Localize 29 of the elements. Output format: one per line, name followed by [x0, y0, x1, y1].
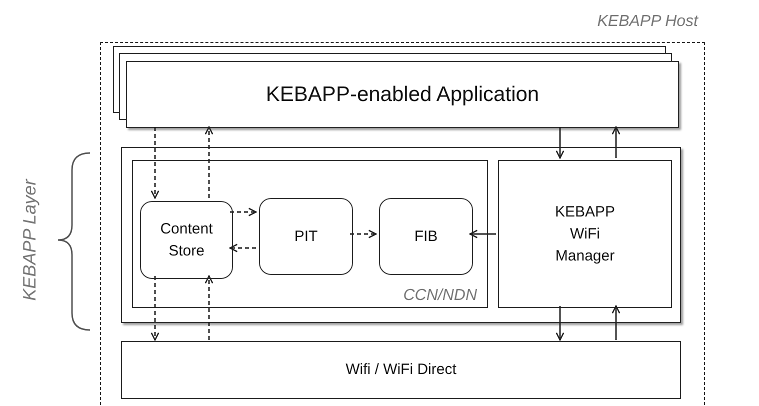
node-label: Wifi / WiFi Direct — [344, 360, 458, 380]
arrow — [469, 230, 496, 238]
manager-box — [498, 160, 672, 308]
group-label: CCN/NDN — [403, 287, 477, 305]
layer-box — [121, 147, 681, 323]
arrow — [612, 126, 620, 158]
layer-label: KEBAPP Layer — [20, 179, 40, 301]
arrow — [204, 275, 214, 340]
node-label: Content Store — [159, 219, 214, 261]
arrow — [350, 230, 377, 238]
arrow — [150, 276, 160, 341]
node-label: PIT — [293, 226, 319, 247]
arrow — [229, 244, 256, 252]
network-box — [121, 341, 681, 399]
arrow — [204, 126, 214, 198]
node-label: FIB — [413, 226, 439, 247]
application-box — [126, 61, 679, 128]
arrow — [556, 127, 564, 159]
arrow — [612, 305, 620, 340]
arrow — [230, 208, 257, 216]
ccn-ndn-box — [132, 160, 488, 308]
arrow — [556, 306, 564, 341]
process-box — [140, 201, 233, 279]
process-box — [379, 198, 473, 275]
host-label: KEBAPP Host — [597, 13, 698, 31]
arrow — [150, 127, 160, 199]
process-box — [259, 198, 353, 275]
node-label: KEBAPP-enabled Application — [264, 81, 540, 108]
node-label: KEBAPP WiFi Manager — [554, 202, 616, 266]
